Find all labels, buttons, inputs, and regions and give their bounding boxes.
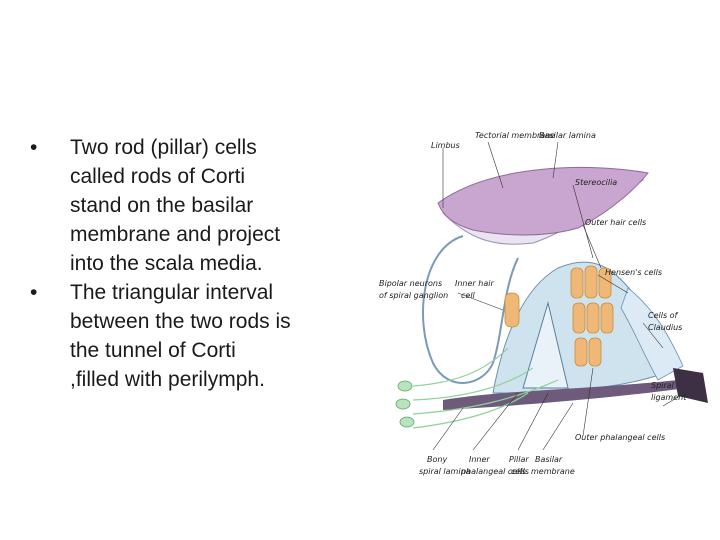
- label-claudius: Claudius: [648, 323, 682, 332]
- label-inner: Inner: [469, 455, 490, 464]
- bullet-line: ,filled with perilymph.: [70, 368, 265, 391]
- label-ligament: ligament: [651, 393, 687, 402]
- spiral-ganglion-cells: [395, 380, 415, 428]
- label-spiral-ganglion: of spiral ganglion: [379, 291, 448, 300]
- label-cells-of: Cells of: [648, 311, 679, 320]
- organ-of-corti-diagram: Limbus Tectorial membrane Basilar lamina…: [343, 118, 715, 503]
- label-bony: Bony: [427, 455, 447, 464]
- label-limbus: Limbus: [431, 141, 460, 150]
- label-outer-hair-cells: Outer hair cells: [585, 218, 646, 227]
- label-spiral-lamina: spiral lamina: [419, 467, 471, 476]
- label-pillar-cells: cells: [511, 467, 529, 476]
- label-outer-phalangeal-cells: Outer phalangeal cells: [575, 433, 665, 442]
- bullet-line: called rods of Corti: [70, 165, 246, 188]
- label-hensens-cells: Hensen's cells: [605, 268, 662, 277]
- label-spiral: Spiral: [651, 381, 675, 390]
- label-basilar-lamina: Basilar lamina: [539, 131, 596, 140]
- bullet-line: stand on the basilar: [70, 194, 254, 217]
- bullet-line: into the scala media.: [70, 252, 263, 275]
- bullet-item: • The triangular interval between the tw…: [30, 278, 360, 394]
- bullet-line: between the two rods is: [70, 310, 291, 333]
- basilar-membrane-shape: [443, 380, 688, 410]
- label-inner-hair: Inner hair: [455, 279, 494, 288]
- bullet-list: • Two rod (pillar) cells called rods of …: [30, 133, 360, 394]
- inner-hair-cell-shape: [504, 292, 520, 328]
- label-stereocilia: Stereocilia: [575, 178, 617, 187]
- label-bipolar-neurons: Bipolar neurons: [379, 279, 442, 288]
- bullet-line: membrane and project: [70, 223, 281, 246]
- bullet-item: • Two rod (pillar) cells called rods of …: [30, 133, 360, 278]
- bullet-marker: •: [30, 136, 38, 159]
- label-membrane: membrane: [531, 467, 575, 476]
- bullet-line: Two rod (pillar) cells: [70, 136, 257, 159]
- bullet-marker: •: [30, 281, 38, 304]
- label-pillar: Pillar: [509, 455, 529, 464]
- label-basilar: Basilar: [535, 455, 563, 464]
- outer-hair-cells: [570, 265, 614, 367]
- bullet-line: The triangular interval: [70, 281, 274, 304]
- bullet-line: the tunnel of Corti: [70, 339, 236, 362]
- leader-lines: [432, 141, 694, 451]
- label-cell: cell: [461, 291, 476, 300]
- nerve-fibers: [412, 347, 559, 429]
- label-tectorial-membrane: Tectorial membrane: [475, 131, 555, 140]
- tectorial-membrane-shape: [437, 166, 649, 236]
- label-phalangeal-cells: phalangeal cells: [460, 467, 526, 476]
- tunnel-of-corti: [522, 301, 569, 389]
- spiral-ligament-shape: [673, 368, 708, 403]
- scala-outline: [422, 235, 519, 384]
